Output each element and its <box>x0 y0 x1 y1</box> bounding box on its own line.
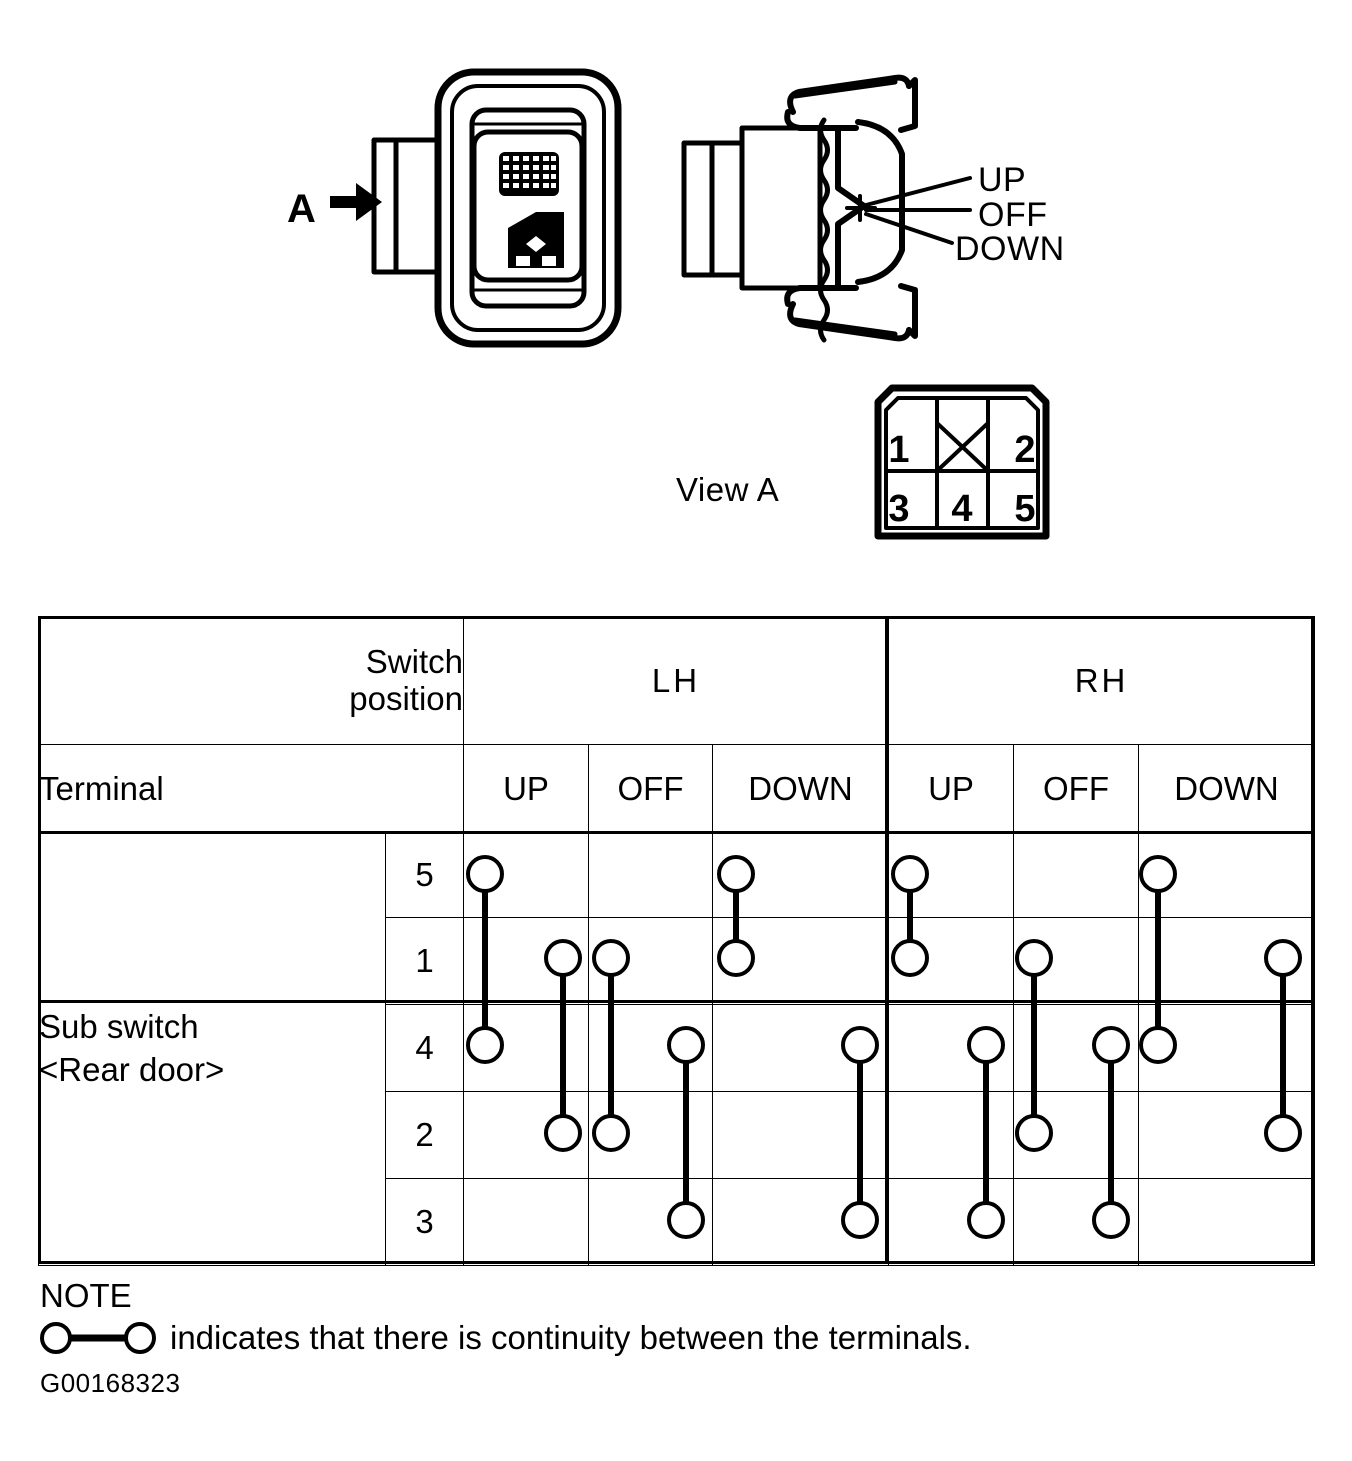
callout-label-down: DOWN <box>955 230 1065 268</box>
terminal-number: 2 <box>385 1091 464 1179</box>
divider-row-1-4 <box>38 1000 1314 1003</box>
cell-rh-up-2 <box>888 1091 1015 1179</box>
table-row: 3 <box>39 1178 1316 1266</box>
cell-lh-off-1 <box>588 917 713 1005</box>
row-group-label-sub-switch: Sub switch <Rear door> <box>38 832 386 1266</box>
cell-lh-off-5 <box>588 832 713 918</box>
cell-lh-up-3 <box>463 1178 589 1266</box>
cell-rh-off-1 <box>1013 917 1140 1005</box>
connector-cell-grid <box>884 398 1040 530</box>
cell-lh-down-2 <box>711 1091 890 1179</box>
switch-side-view <box>681 74 918 343</box>
switch-illustrations: A <box>0 0 1352 600</box>
cell-rh-up-3 <box>888 1178 1015 1266</box>
header-switch-position-line2: position <box>349 679 463 717</box>
connector-pin-3: 3 <box>888 488 909 530</box>
cell-rh-off-2 <box>1013 1091 1140 1179</box>
terminal-number: 5 <box>385 832 464 918</box>
cell-rh-off-4 <box>1013 1004 1140 1092</box>
cell-rh-off-3 <box>1013 1178 1140 1266</box>
cell-lh-down-4 <box>711 1004 890 1092</box>
leader-lines <box>864 176 972 245</box>
connector-pin-5: 5 <box>1014 488 1035 530</box>
cell-lh-off-4 <box>588 1004 713 1092</box>
cell-lh-off-3 <box>588 1178 713 1266</box>
cell-lh-off-2 <box>588 1091 713 1179</box>
header-pos-rh-off: OFF <box>1013 744 1140 833</box>
callout-label-up: UP <box>978 161 1027 199</box>
connector-pin-4: 4 <box>951 488 972 530</box>
cell-rh-down-2 <box>1138 1091 1316 1179</box>
cell-rh-down-1 <box>1138 917 1316 1005</box>
power-window-icon-cutout <box>516 236 556 266</box>
header-side-lh: LH <box>462 616 890 745</box>
header-pos-lh-down: DOWN <box>711 744 890 833</box>
cell-rh-down-5 <box>1138 832 1316 918</box>
cell-lh-down-1 <box>711 917 890 1005</box>
table-row: Sub switch <Rear door> 5 <box>38 832 1316 1266</box>
terminal-number: 4 <box>385 1004 464 1092</box>
switch-grip-dots <box>503 156 556 188</box>
view-a-label: View A <box>676 471 780 508</box>
header-pos-rh-up: UP <box>888 744 1015 833</box>
cell-rh-up-4 <box>888 1004 1015 1092</box>
figure-id: G00168323 <box>40 1368 181 1398</box>
row-group-label-line2: <Rear door> <box>39 1051 225 1088</box>
header-switch-position: Switch position <box>38 616 464 745</box>
terminal-number: 1 <box>385 917 464 1005</box>
header-terminal: Terminal <box>38 744 464 833</box>
cell-lh-up-5 <box>463 832 589 918</box>
view-a-callout-letter: A <box>287 187 316 231</box>
note-block: NOTE indicates that there is continuity … <box>40 1278 1240 1358</box>
divider-lh-rh-body <box>885 832 888 1264</box>
note-text: indicates that there is continuity betwe… <box>170 1319 972 1356</box>
cell-rh-up-5 <box>888 832 1015 918</box>
view-a-arrow <box>330 183 382 221</box>
header-pos-lh-off: OFF <box>588 744 713 833</box>
cell-rh-down-3 <box>1138 1178 1316 1266</box>
switch-rocker <box>469 107 587 309</box>
cell-lh-up-2 <box>463 1091 589 1179</box>
header-pos-rh-down: DOWN <box>1138 744 1316 833</box>
cell-lh-down-3 <box>711 1178 890 1266</box>
continuity-table: Switch position LH RH Terminal UP OFF DO… <box>38 616 1316 1266</box>
note-title: NOTE <box>40 1277 132 1314</box>
cell-lh-up-4 <box>463 1004 589 1092</box>
note-legend-line: indicates that there is continuity betwe… <box>40 1318 1240 1358</box>
header-side-rh: RH <box>888 616 1316 745</box>
terminal-number: 3 <box>385 1178 464 1266</box>
header-switch-position-line1: Switch <box>365 642 463 680</box>
cell-lh-down-5 <box>711 832 890 918</box>
callout-label-off: OFF <box>978 196 1048 234</box>
illustration-svg: A <box>287 68 1050 540</box>
cell-rh-down-4 <box>1138 1004 1316 1092</box>
table-row: 2 <box>39 1091 1316 1179</box>
cell-rh-up-1 <box>888 917 1015 1005</box>
connector-pin-2: 2 <box>1014 429 1035 471</box>
connector-blank-cell-x <box>936 422 989 472</box>
continuity-symbol-icon <box>40 1322 156 1354</box>
divider-lh-rh-top <box>885 616 888 832</box>
divider-header-body <box>38 831 1314 834</box>
row-group-label-line1: Sub switch <box>39 1008 199 1046</box>
connector-inner-outline <box>884 396 1040 530</box>
connector-pin-1: 1 <box>888 429 909 471</box>
header-pos-lh-up: UP <box>463 744 589 833</box>
cell-rh-off-5 <box>1013 832 1140 918</box>
cell-lh-up-1 <box>463 917 589 1005</box>
